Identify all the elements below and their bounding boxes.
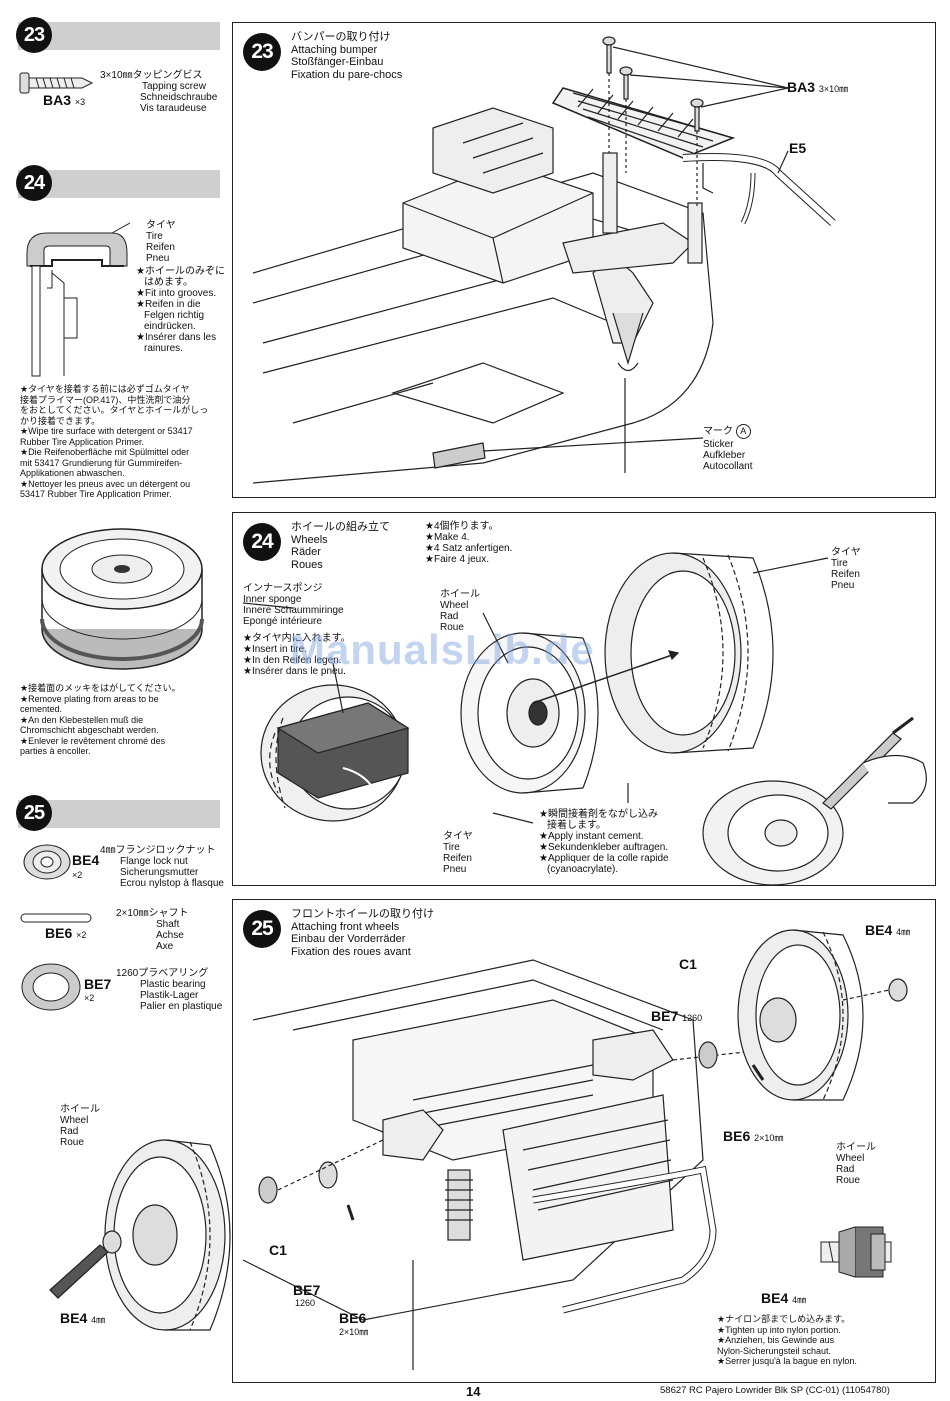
step-24-header: 24 xyxy=(16,165,220,201)
callout-be4-right: BE4 4㎜ xyxy=(761,1290,807,1306)
fit-grooves-note: ★ホイールのみぞにはめます。★Fit into grooves.★Reifen … xyxy=(136,266,225,354)
callout-be7-bottom: BE7 xyxy=(293,1282,321,1298)
callout-be4-top: BE4 4㎜ xyxy=(865,922,911,938)
nut-section-illustration xyxy=(820,1226,892,1278)
sponge-insert-note: ★タイヤ内に入れます。★Insert in tire.★In den Reife… xyxy=(243,633,351,677)
page-number: 14 xyxy=(466,1384,481,1399)
wheel-rim-illustration xyxy=(40,528,204,670)
wheel-assembly-illustration xyxy=(242,552,927,886)
flange-nut-icon xyxy=(23,844,71,880)
model-footer: 58627 RC Pajero Lowrider Blk SP (CC-01) … xyxy=(660,1385,890,1396)
chassis-bumper-illustration xyxy=(252,36,836,484)
primer-note: ★タイヤを接着する前には必ずゴムタイヤ接着プライマー(OP.417)、中性洗剤で… xyxy=(20,384,209,499)
callout-be4-bottom: BE4 4㎜ xyxy=(60,1310,106,1326)
step-23-header: 23 xyxy=(16,17,220,53)
callout-e5: E5 xyxy=(789,140,807,156)
callout-be6-bottom: BE6 xyxy=(339,1310,367,1326)
shaft-icon xyxy=(20,913,92,923)
part-code-ba3: BA3 ×3 xyxy=(43,92,86,108)
callout-be6-bottom-spec: 2×10㎜ xyxy=(339,1327,369,1337)
callout-ba3: BA3 3×10㎜ xyxy=(787,79,849,95)
panel-step-number: 24 xyxy=(243,523,281,561)
part-code-be6: BE6 ×2 xyxy=(45,925,87,941)
plastic-bearing-icon xyxy=(21,963,81,1011)
callout-be7-top: BE7 1260 xyxy=(651,1008,703,1024)
make-four-note: ★4個作ります。★Make 4.★4 Satz anfertigen.★Fair… xyxy=(425,521,513,565)
instant-cement-note: ★瞬間接着剤をながし込み接着します。★Apply instant cement.… xyxy=(539,809,669,875)
nylon-portion-note: ★ナイロン部までしめ込みます。★Tighten up into nylon po… xyxy=(717,1314,857,1366)
watermark: ManualsLib.de xyxy=(290,626,595,673)
panel-step-number: 23 xyxy=(243,33,281,71)
tire-section-illustration xyxy=(26,222,131,377)
step-25-header: 25 xyxy=(16,795,220,831)
step-number: 25 xyxy=(16,795,52,831)
part-qty-be4: ×2 xyxy=(72,870,83,880)
front-wheel-mounting-illustration xyxy=(242,929,908,1370)
callout-be6-top: BE6 2×10㎜ xyxy=(723,1128,784,1144)
part-code-be4: BE4 xyxy=(72,852,100,868)
part-code-be7: BE7 xyxy=(84,976,112,992)
screw-icon xyxy=(19,72,94,94)
callout-be7-bottom-spec: 1260 xyxy=(295,1298,316,1308)
plating-note: ★接着面のメッキをはがしてください。★Remove plating from a… xyxy=(20,683,181,756)
callout-c1-top: C1 xyxy=(679,956,697,972)
part-desc-ba3: 3×10㎜タッピングビス Tapping screw Schneidschrau… xyxy=(100,70,218,114)
step-number: 24 xyxy=(16,165,52,201)
callout-c1-bottom: C1 xyxy=(269,1242,287,1258)
part-qty-be7: ×2 xyxy=(84,993,95,1003)
panel-step-number: 25 xyxy=(243,910,281,948)
step-number: 23 xyxy=(16,17,52,53)
front-wheel-left-illustration xyxy=(49,1139,231,1331)
